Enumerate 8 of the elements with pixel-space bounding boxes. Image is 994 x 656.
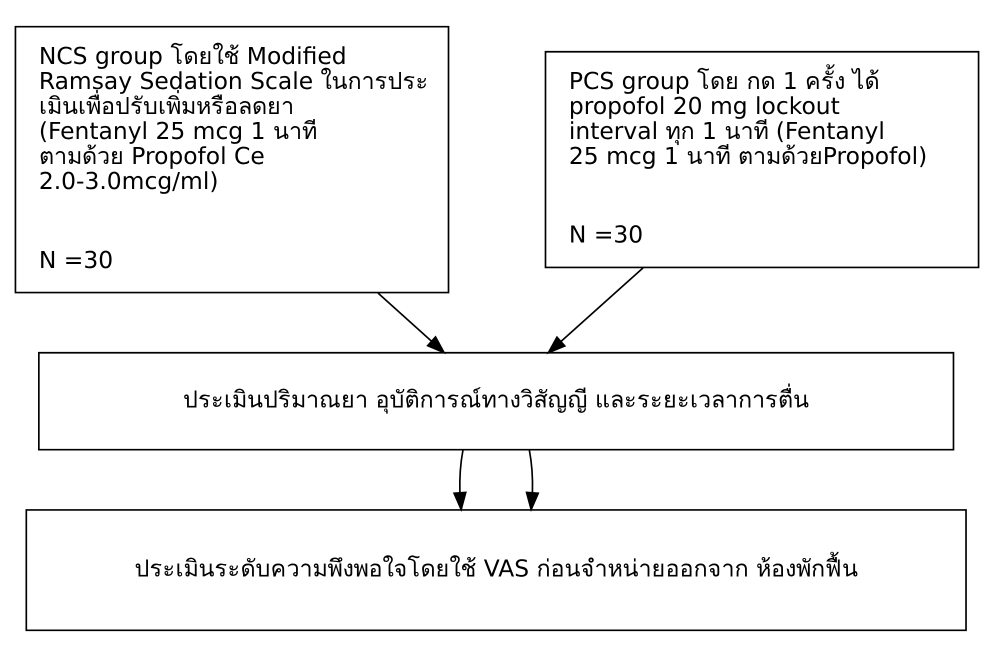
- arrow: [546, 266, 644, 354]
- node-box: ประเมินระดับความพึงพอใจโดยใช้ VAS ก่อนจำหน่ายออกจาก ห้องพักฟื้น: [25, 508, 967, 631]
- arrow: [452, 449, 467, 512]
- arrow: [525, 449, 540, 512]
- node-box: NCS group โดยใช้ Modified Ramsay Sedation Scale ในการประเมินเพื่อปรับเพิ่มหรือลดยา (Fentanyl 25 mcg 1 นาที ตามด้วย Propofol Ce 2.0-3.0mcg/ml) N =30: [14, 25, 450, 293]
- node-box: PCS group โดย กด 1 ครั้ง ได้ propofol 20 mg lockout interval ทุก 1 นาที (Fentanyl 25 mcg 1 นาที ตามด้วยPropofol) N =30: [544, 50, 980, 268]
- arrow: [377, 292, 446, 354]
- node-box: ประเมินปริมาณยา อุบัติการณ์ทางวิสัญญี และระยะเวลาการตื่น: [38, 351, 954, 450]
